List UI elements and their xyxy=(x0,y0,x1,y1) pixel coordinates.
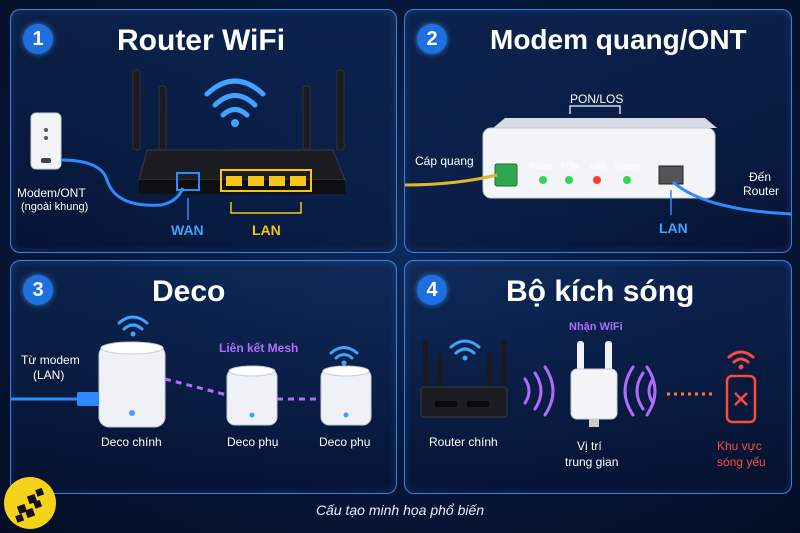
panel-modem-ont: 2 Modem quang/ONT PON/LOS Cáp quang Powe… xyxy=(404,9,792,253)
ont-lan-label: LAN xyxy=(659,220,688,236)
led-pon-label: PON xyxy=(561,162,579,171)
panel-title-deco: Deco xyxy=(152,275,226,308)
step-number-4: 4 xyxy=(417,275,447,305)
wifi-icon xyxy=(329,346,359,360)
panel-deco: 3 Deco Từ modem (LAN) Liên kết xyxy=(10,260,397,494)
led-power-label: Power xyxy=(530,162,553,171)
from-modem-label-2: (LAN) xyxy=(33,368,65,382)
receive-wifi-label: Nhận WiFi xyxy=(569,321,623,333)
to-router-label-1: Đến xyxy=(749,170,772,184)
panel-title-router: Router WiFi xyxy=(117,24,286,57)
weak-zone-label-2: sóng yếu xyxy=(717,455,766,469)
modem-label: Modem/ONT xyxy=(17,186,86,200)
step-number-2: 2 xyxy=(417,24,447,54)
caption: Cấu tạo minh họa phổ biến xyxy=(315,502,485,518)
to-router-label-2: Router xyxy=(743,184,780,198)
deco-sub-label-1: Deco phụ xyxy=(227,435,279,449)
deco-sub-label-2: Deco phụ xyxy=(319,435,371,449)
mesh-link-label: Liên kết Mesh xyxy=(219,341,299,355)
ont-illustration xyxy=(404,105,792,216)
deco-main-label: Deco chính xyxy=(101,435,162,449)
pon-los-label: PON/LOS xyxy=(570,92,624,106)
router-main-label: Router chính xyxy=(429,435,498,449)
panel-title-extender: Bộ kích sóng xyxy=(506,275,695,308)
step-number-1: 1 xyxy=(23,24,53,54)
modem-sublabel: (ngoài khung) xyxy=(21,201,89,213)
wifi-icon xyxy=(449,339,481,355)
step-number-3: 3 xyxy=(23,275,53,305)
middle-label-1: Vị trí xyxy=(577,439,602,453)
deco-illustration xyxy=(11,315,372,428)
panel-router-wifi: 1 Router WiFi xyxy=(10,9,397,253)
brand-logo xyxy=(4,477,56,529)
weak-zone-label-1: Khu vực xyxy=(717,439,762,453)
led-internet-label: Internet xyxy=(614,162,642,171)
extender-illustration xyxy=(420,339,757,427)
led-los-label: LOS xyxy=(590,162,607,171)
fiber-label: Cáp quang xyxy=(415,154,474,168)
wifi-icon xyxy=(727,350,755,364)
lan-label: LAN xyxy=(252,222,281,238)
from-modem-label-1: Từ modem xyxy=(21,353,80,367)
router-illustration xyxy=(30,69,346,220)
wifi-icon xyxy=(117,315,149,331)
panel-extender: 4 Bộ kích sóng xyxy=(404,260,792,494)
logo-mark xyxy=(15,487,45,523)
wan-label: WAN xyxy=(171,222,204,238)
panel-title-modem: Modem quang/ONT xyxy=(490,24,747,55)
wifi-icon xyxy=(204,78,266,118)
middle-label-2: trung gian xyxy=(565,455,619,469)
